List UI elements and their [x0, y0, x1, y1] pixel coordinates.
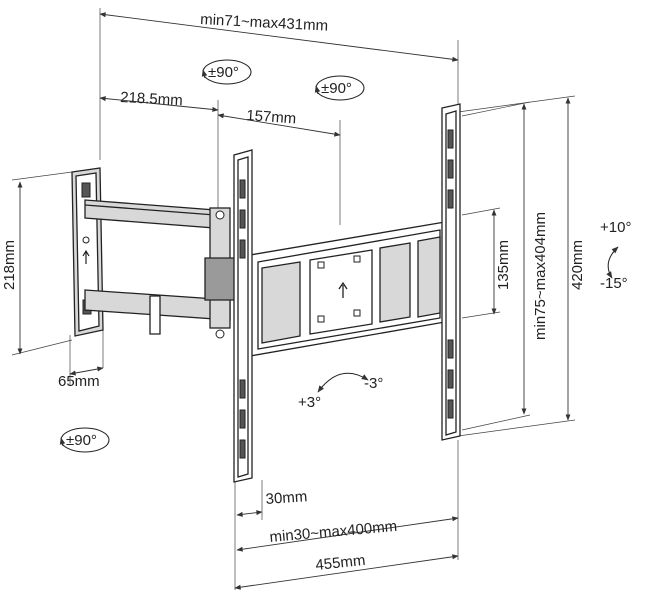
wall-plate-height-label: 218mm [1, 240, 18, 290]
swivel-symbol-top-left [201, 59, 252, 85]
arm-length-2-label: 157mm [246, 107, 297, 127]
mount-height-label: 420mm [569, 240, 586, 290]
bracket-width-label: 455mm [315, 552, 367, 574]
bracket-offset-label: 30mm [265, 488, 308, 508]
articulating-arms [84, 199, 241, 339]
horizontal-spacing-label: min30~max400mm [269, 518, 398, 546]
tv-bracket-plate [249, 221, 446, 357]
vertical-spacing-label: min75~max404mm [532, 212, 549, 340]
level-minus-label: -3° [364, 375, 383, 392]
tv-rail-left [233, 149, 253, 483]
swivel-label-top-left: ±90° [208, 64, 239, 81]
swivel-label-bottom-left: ±90° [66, 432, 97, 449]
tv-rail-right [441, 103, 461, 441]
swivel-symbol-top-right [314, 75, 365, 101]
tilt-arrow [606, 246, 619, 279]
hole-spacing-label: 135mm [495, 240, 512, 290]
level-adjust-arrow [317, 372, 369, 393]
swivel-symbol-bottom-left [59, 427, 110, 453]
swivel-label-top-right: ±90° [321, 80, 352, 97]
tilt-down-label: -15° [600, 275, 628, 292]
arm-length-1-label: 218.5mm [120, 89, 183, 109]
dimension-lines [11, 8, 576, 590]
tilt-up-label: +10° [600, 219, 631, 236]
overall-width-label: min71~max431mm [200, 11, 329, 35]
level-plus-label: +3° [298, 394, 321, 411]
wall-plate-width-label: 65mm [58, 373, 100, 390]
